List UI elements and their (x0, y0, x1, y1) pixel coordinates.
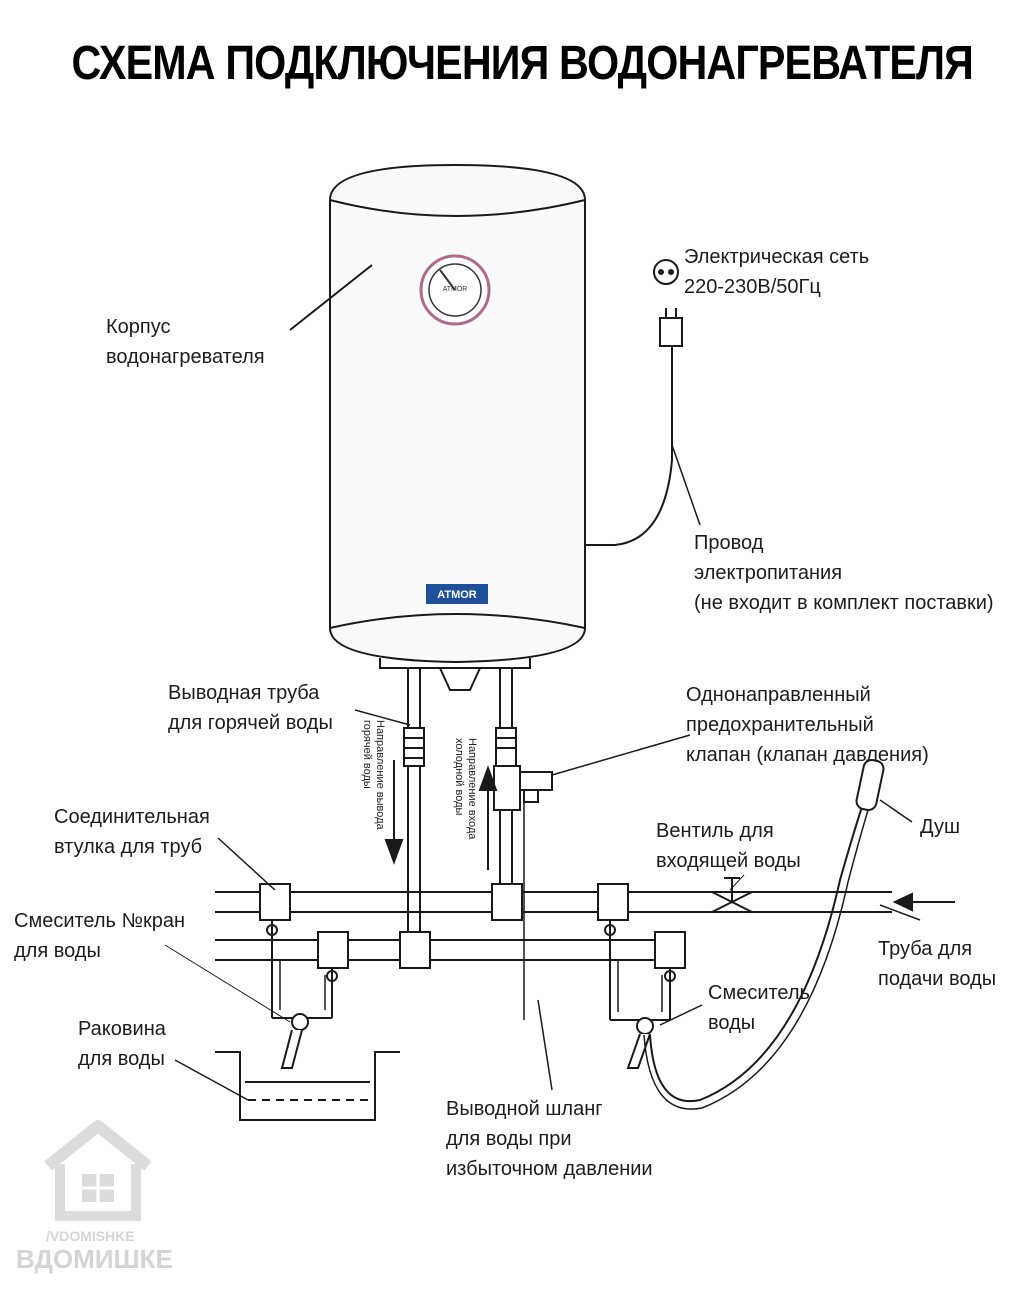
watermark-house-icon (44, 1120, 152, 1221)
pipe-tee-cold (491, 883, 523, 921)
safety-valve (493, 765, 521, 811)
pipe-tee-hot (399, 931, 431, 969)
hot-supply-main (215, 939, 680, 961)
brand-badge-text: ATMOR (437, 589, 477, 601)
watermark-name: ВДОМИШКЕ (16, 1244, 173, 1274)
watermark-handle: /VDOMISHKE (46, 1228, 135, 1244)
shower-hose (649, 789, 869, 1103)
cold-supply-main (215, 891, 892, 913)
sink (215, 1051, 400, 1121)
tank-bottom-line (329, 613, 586, 629)
hot-water-pipe (407, 667, 421, 939)
tank-top-line (329, 199, 586, 217)
vertical-label-hot-out: Направление вывода горячей воды (361, 720, 386, 830)
page-title: СХЕМА ПОДКЛЮЧЕНИЯ ВОДОНАГРЕВАТЕЛЯ (71, 37, 974, 90)
brand-badge (426, 584, 488, 604)
power-cable (585, 360, 673, 546)
shower-head (855, 758, 885, 812)
tank-drain-cap (439, 667, 481, 691)
gauge-text: ATMOR (442, 286, 468, 293)
pipe-coupling-right (597, 883, 629, 921)
power-socket (653, 259, 679, 285)
vertical-label-cold-in: Направление входа холодной воды (453, 738, 478, 840)
label-shower: Душ (920, 816, 961, 838)
